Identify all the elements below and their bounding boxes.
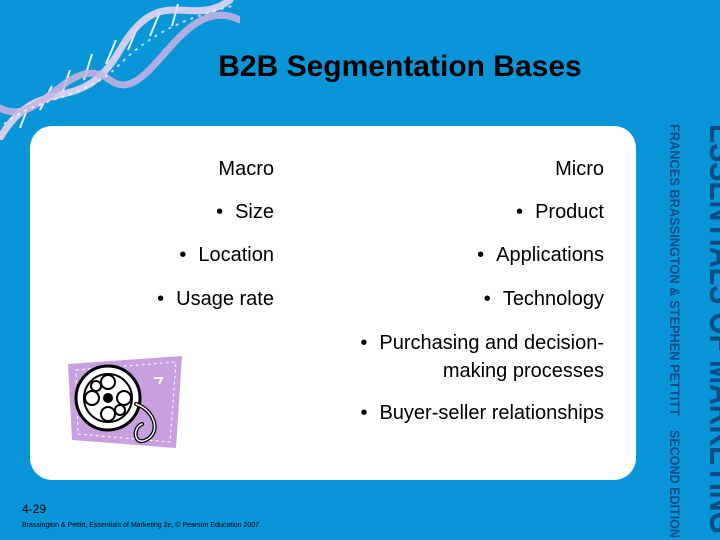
micro-item-applications: Applications bbox=[477, 244, 604, 267]
micro-item-purchasing-line2: making processes bbox=[442, 360, 604, 382]
dna-helix-icon bbox=[0, 0, 240, 140]
macro-item-location: Location bbox=[179, 244, 274, 267]
micro-heading: Micro bbox=[555, 158, 604, 180]
footer-citation: Brassington & Pettitt, Essentials of Mar… bbox=[22, 522, 260, 529]
micro-item-buyer-seller: Buyer-seller relationships bbox=[360, 402, 604, 425]
slide-title: B2B Segmentation Bases bbox=[218, 50, 582, 83]
macro-heading: Macro bbox=[218, 158, 274, 180]
macro-item-size: Size bbox=[216, 201, 274, 224]
micro-item-technology: Technology bbox=[484, 288, 604, 311]
spine-authors: FRANCES BRASSINGTON & STEPHEN PETTITT bbox=[667, 124, 683, 416]
spine-title: ESSENTIALS OF MARKETING bbox=[702, 124, 720, 534]
book-spine: ESSENTIALS OF MARKETING FRANCES BRASSING… bbox=[656, 120, 720, 540]
macro-item-usage-rate: Usage rate bbox=[157, 288, 274, 311]
page-number: 4-29 bbox=[22, 502, 47, 516]
micro-item-purchasing-line1: Purchasing and decision- bbox=[360, 332, 604, 355]
spine-edition: SECOND EDITION bbox=[667, 430, 683, 538]
micro-item-product: Product bbox=[516, 201, 604, 224]
film-reel-icon bbox=[68, 356, 182, 448]
